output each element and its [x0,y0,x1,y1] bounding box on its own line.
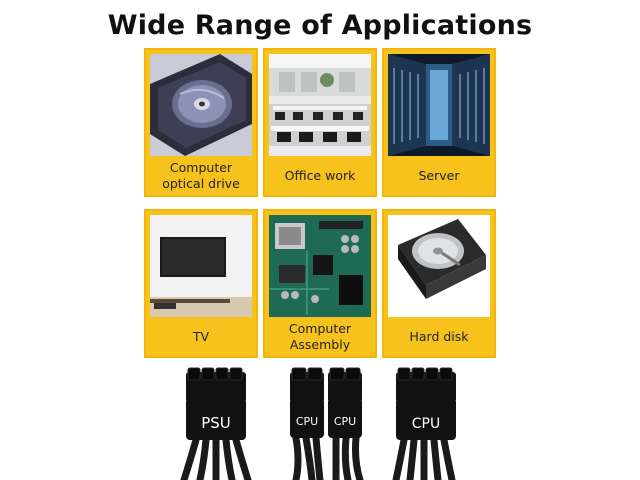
application-label: Hard disk [409,328,469,344]
cpu-label-left: CPU [296,415,318,428]
application-label: Computer optical drive [162,159,240,191]
psu-label: PSU [201,414,231,432]
tv-photo [150,215,252,317]
application-card-server: Server [382,48,496,197]
application-card-tv: TV [144,209,258,358]
application-label: TV [192,328,210,344]
cpu-label: CPU [412,416,440,432]
application-card-hard-disk: Hard disk [382,209,496,358]
cpu-connector: CPU [396,367,456,440]
application-card-computer-assembly: Computer Assembly [263,209,377,358]
cpu-split-connector: CPU CPU [290,367,362,438]
application-card-office-work: Office work [263,48,377,197]
application-label: Server [418,167,460,183]
application-label: Computer Assembly [288,320,352,352]
server-rack-photo [388,54,490,156]
application-card-optical-drive: Computer optical drive [144,48,258,197]
connectors-illustration: PSU CPU CPU CPU [180,367,456,480]
optical-drive-photo [150,54,252,156]
application-label: Office work [284,167,356,183]
cpu-label-right: CPU [334,415,356,428]
office-photo [269,54,371,156]
hard-disk-photo [388,215,490,317]
psu-connector: PSU [186,367,246,440]
motherboard-photo [269,215,371,317]
page-title: Wide Range of Applications [107,10,533,41]
